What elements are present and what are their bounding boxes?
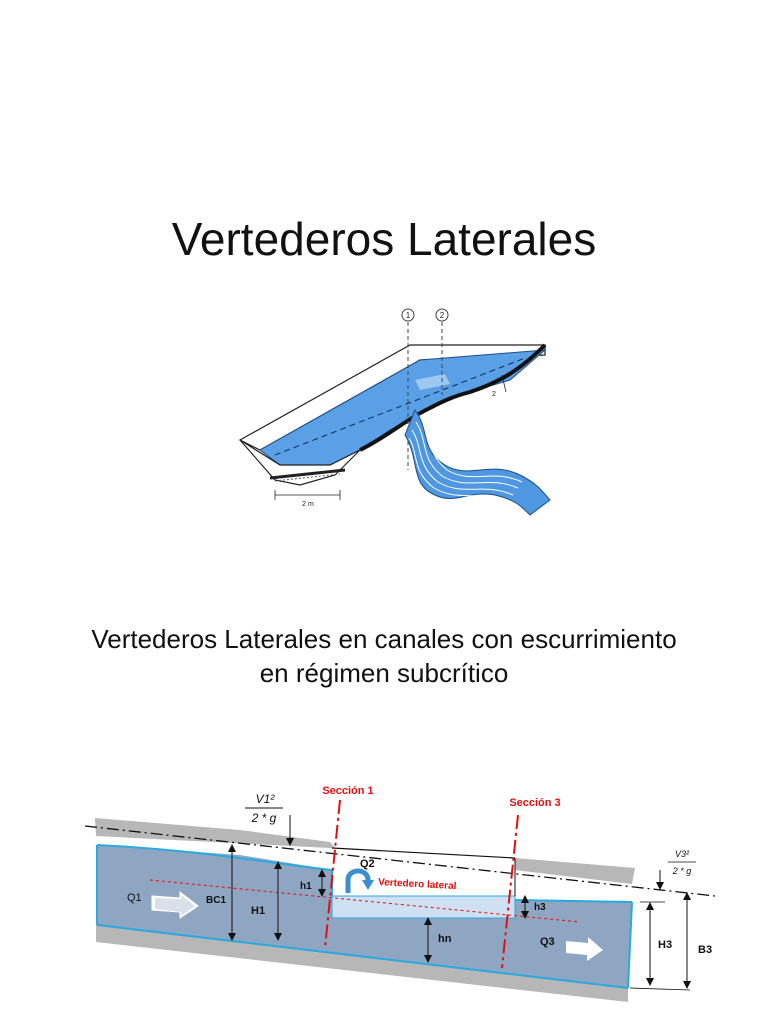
marker-1: 1 xyxy=(406,311,411,320)
hn-label: hn xyxy=(438,933,452,945)
vertedero-lateral-label: Vertedero lateral xyxy=(378,877,457,892)
q1-label: Q1 xyxy=(127,892,142,904)
side-weir-profile-diagram: Sección 1 Sección 3 V1² 2 * g V3² 2 * g … xyxy=(84,785,716,1002)
energy-3-numerator: V3² xyxy=(675,849,690,859)
energy-1-numerator: V1² xyxy=(256,792,276,806)
seccion-3-label: Sección 3 xyxy=(509,797,560,809)
energy-1-denominator: 2 * g xyxy=(251,811,277,825)
marker-2: 2 xyxy=(440,311,445,320)
section-3-line xyxy=(501,814,519,969)
q3-flow-arrow xyxy=(566,937,603,961)
weir-crest xyxy=(331,895,516,919)
b3-label: B3 xyxy=(698,944,712,956)
q3-label: Q3 xyxy=(540,936,555,948)
seccion-1-label: Sección 1 xyxy=(322,785,373,797)
q2-label: Q2 xyxy=(360,858,375,870)
h1-big-label: H1 xyxy=(251,905,265,917)
slide-subtitle: Vertederos Laterales en canales con escu… xyxy=(0,622,768,690)
slide-title: Vertederos Laterales xyxy=(171,213,597,265)
bc1-label: BC1 xyxy=(206,895,226,906)
h3-small-label: h3 xyxy=(534,902,546,913)
subtitle-line-2: en régimen subcrítico xyxy=(259,658,509,688)
subtitle-line-1: Vertederos Laterales en canales con escu… xyxy=(91,624,677,654)
energy-line xyxy=(84,825,716,897)
width-label: 2 m xyxy=(302,501,314,508)
weir-outflow xyxy=(404,408,551,516)
q1-flow-arrow xyxy=(151,890,199,919)
side-weir-illustration: 1 2 2 m 2 xyxy=(238,308,551,516)
bottom-bank xyxy=(96,925,628,1002)
energy-3-denominator: 2 * g xyxy=(672,866,692,876)
side-label: 2 xyxy=(492,391,496,398)
q2-overflow-arrow xyxy=(345,868,371,893)
h3-big-label: H3 xyxy=(658,939,672,951)
h1-small-label: h1 xyxy=(300,881,312,892)
